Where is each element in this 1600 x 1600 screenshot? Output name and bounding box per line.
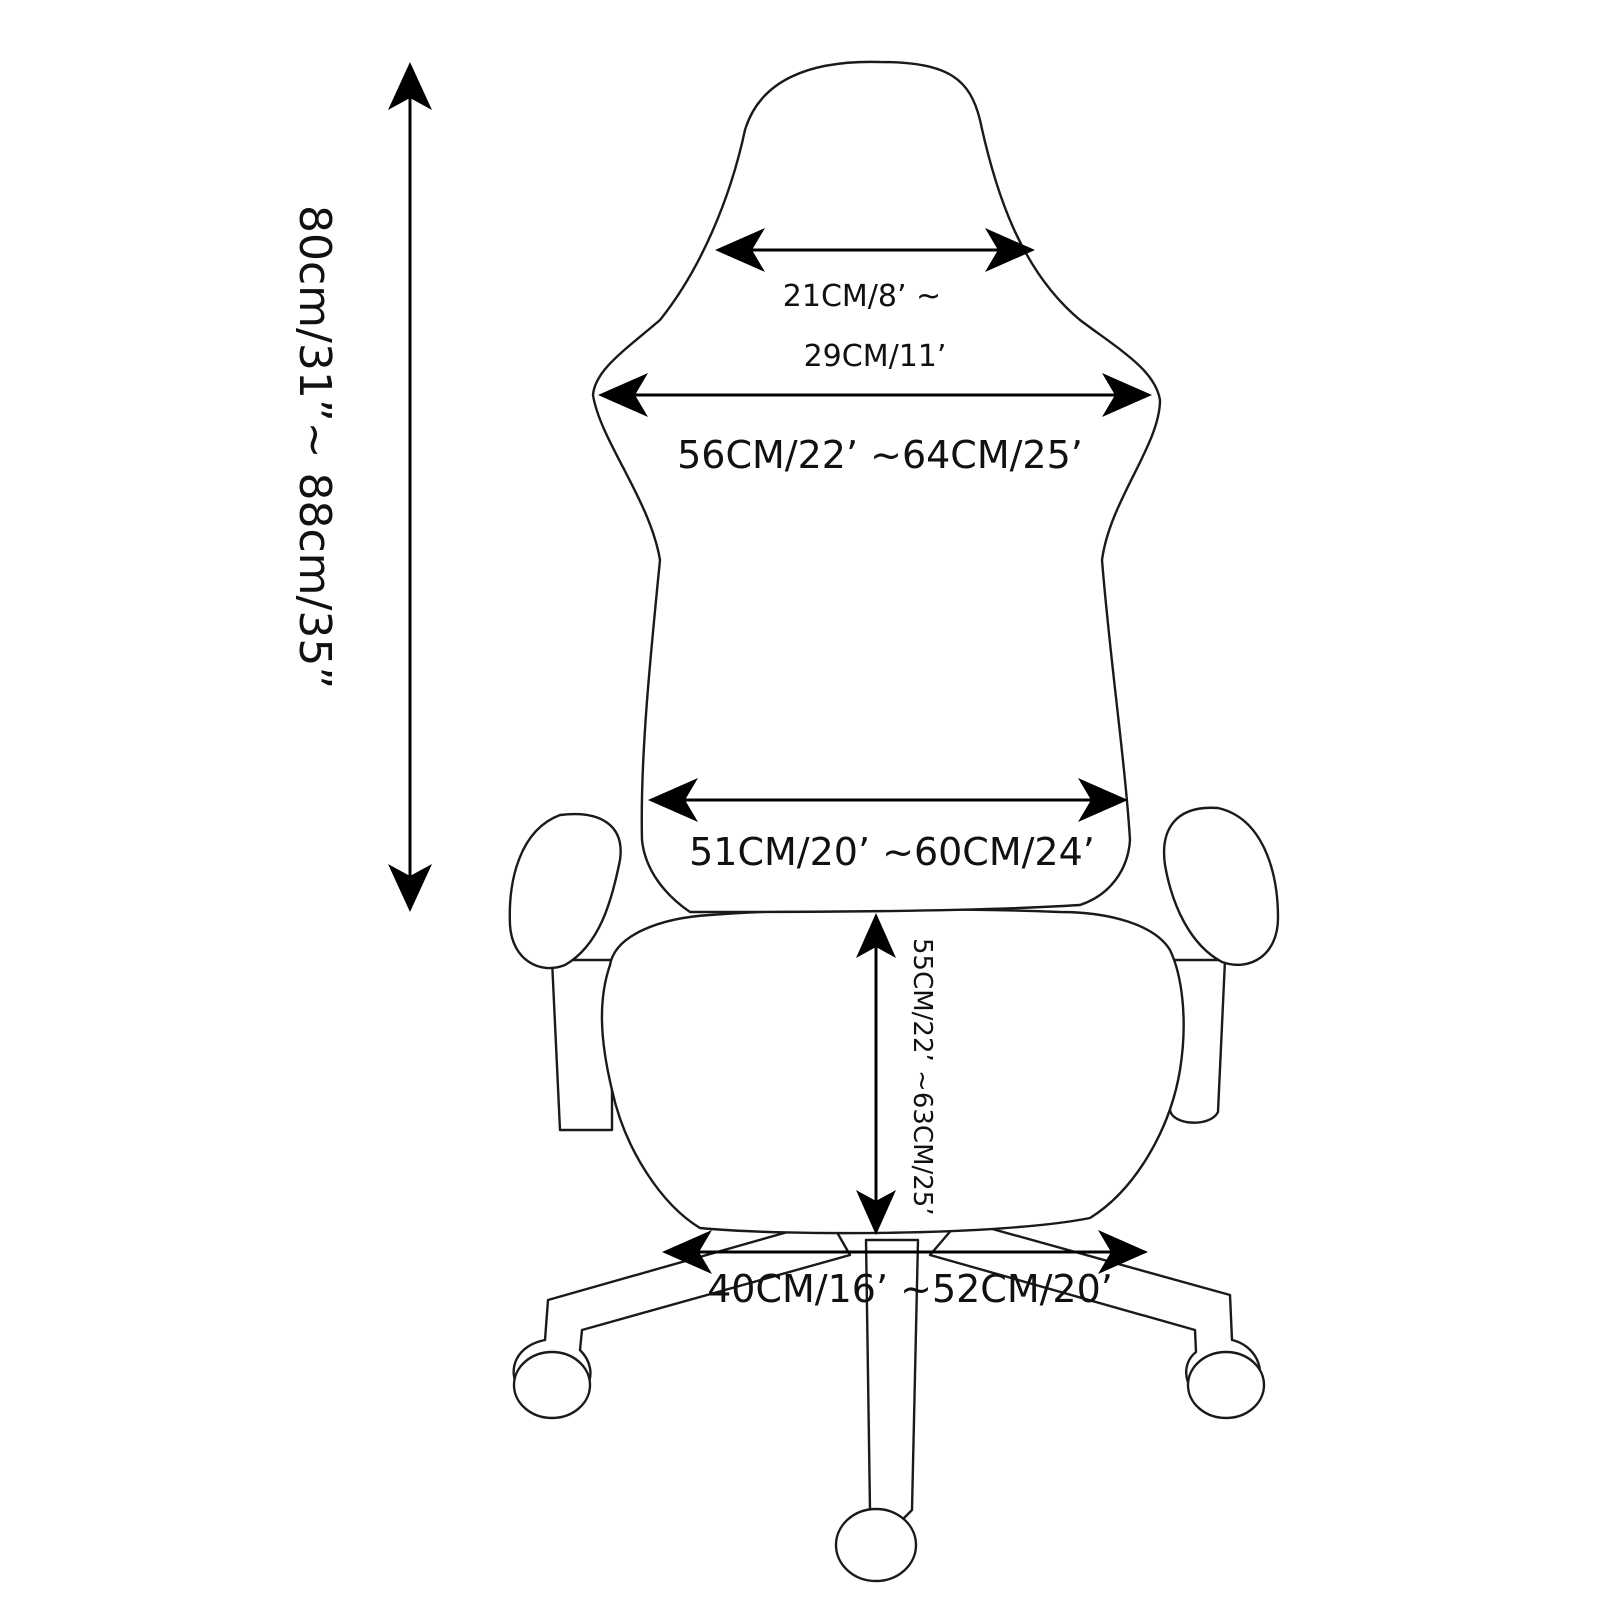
headrest-arrow-left-head — [715, 228, 765, 272]
back-bottom-arrow-right-head — [1078, 778, 1128, 822]
headrest-arrow-right-head — [985, 228, 1035, 272]
right-armrest — [1162, 806, 1280, 1124]
left-caster — [512, 1350, 592, 1420]
back-bottom-arrow-left-head — [648, 778, 698, 822]
right-armrest-post — [1168, 958, 1227, 1124]
shoulder-width-label: 56CM/22’ ~64CM/25’ — [677, 433, 1083, 477]
headrest-width-label-line1: 21CM/8’ ~ — [783, 279, 941, 314]
dimension-labels: 80cm/31”∼ 88cm/35” 21CM/8’ ~ 29CM/11’ 56… — [289, 205, 1113, 1311]
seat-cushion — [600, 908, 1185, 1235]
shoulder-arrow-left-head — [598, 373, 648, 417]
backrest-bottom-width-label: 51CM/20’ ~60CM/24’ — [689, 830, 1095, 874]
headrest-width-label-line2: 29CM/11’ — [804, 339, 947, 374]
left-armrest-post — [550, 958, 614, 1132]
height-arrow-bottom-head — [388, 864, 432, 912]
right-caster — [1186, 1350, 1266, 1420]
seat-depth-arrow-bottom-head — [856, 1190, 896, 1235]
seat-width-arrow-left-head — [662, 1230, 712, 1274]
seat-depth-arrow-top-head — [856, 913, 896, 958]
right-armrest-pad — [1162, 806, 1280, 967]
center-caster — [834, 1507, 918, 1583]
height-arrow-top-head — [388, 62, 432, 110]
shoulder-arrow-right-head — [1102, 373, 1152, 417]
overall-height-label: 80cm/31”∼ 88cm/35” — [289, 205, 340, 689]
left-armrest — [508, 812, 622, 1132]
chair-base — [512, 1218, 1266, 1583]
seat-width-label: 40CM/16’ ~52CM/20’ — [707, 1267, 1113, 1311]
dimension-arrows — [388, 62, 1152, 1274]
seat-width-arrow-right-head — [1098, 1230, 1148, 1274]
seat-depth-label: 55CM/22’ ~63CM/25’ — [907, 938, 937, 1216]
backrest — [591, 60, 1162, 914]
left-armrest-pad — [508, 812, 622, 970]
